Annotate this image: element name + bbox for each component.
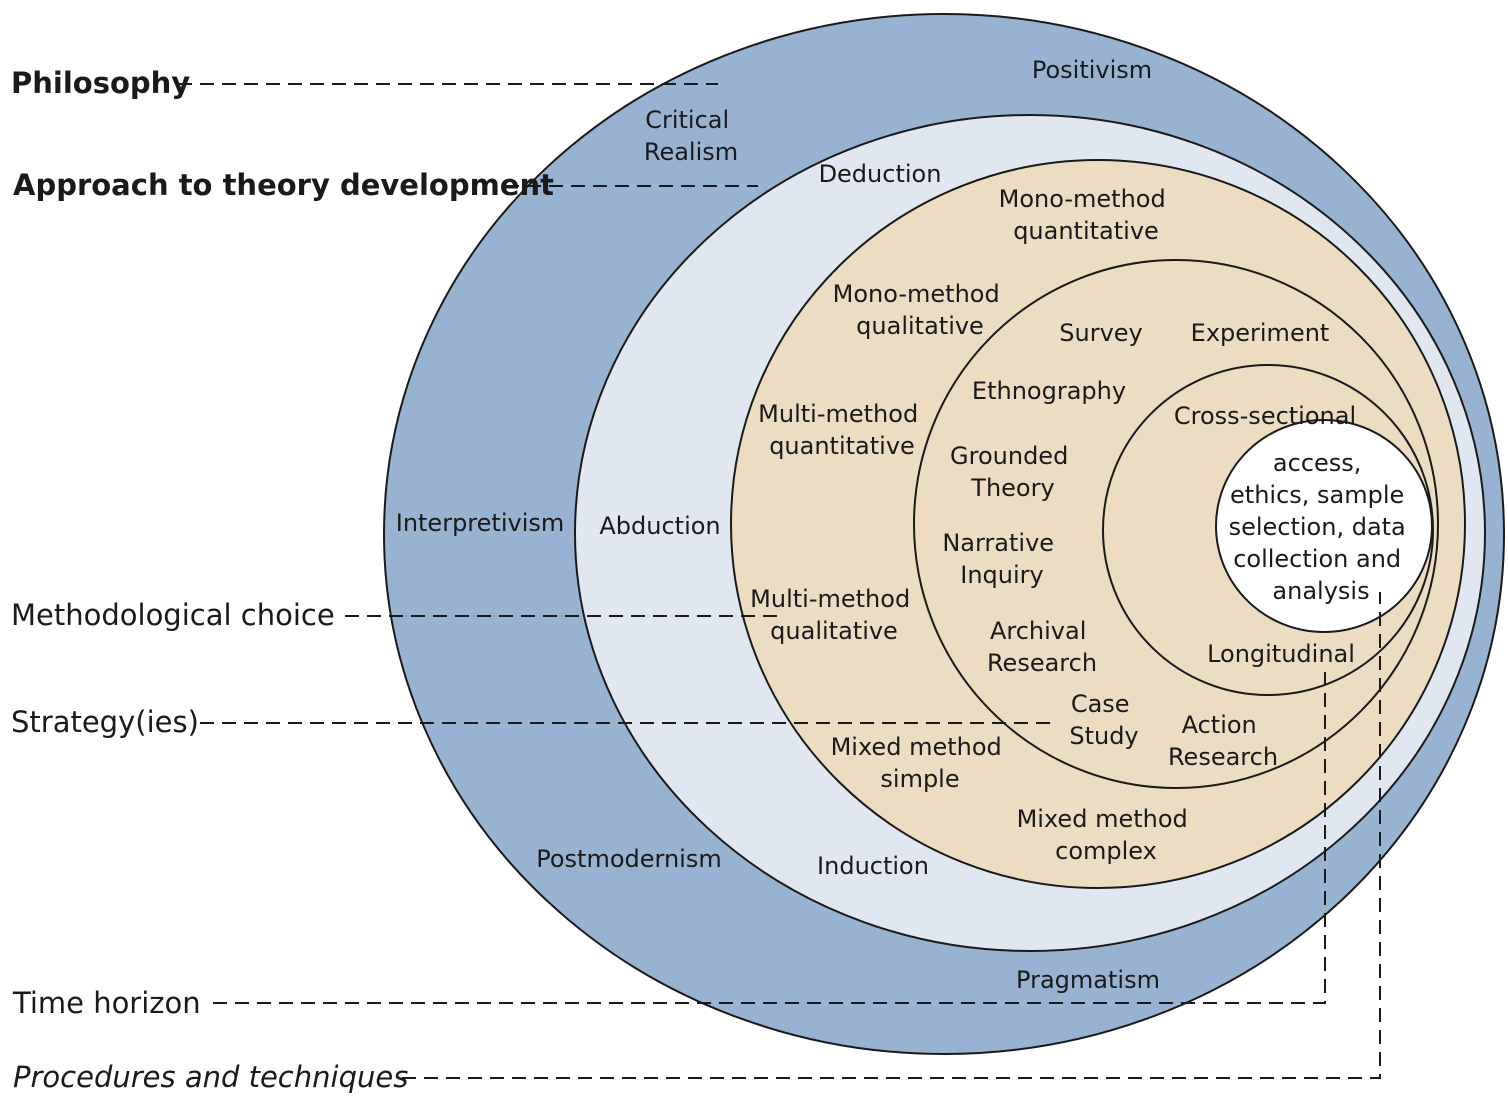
strategies-label: Strategy(ies) — [11, 705, 199, 739]
mono-method-quantitative-label: Mono-method quantitative — [999, 185, 1174, 245]
critical-realism-label: Critical Realism — [644, 106, 738, 166]
mixed-method-complex-label: Mixed method complex — [1017, 805, 1196, 865]
deduction-label: Deduction — [819, 160, 942, 188]
postmodernism-label: Postmodernism — [536, 845, 721, 873]
archival-research-label: Archival Research — [987, 617, 1097, 677]
time-horizon-label: Time horizon — [12, 986, 201, 1020]
abduction-label: Abduction — [599, 512, 720, 540]
narrative-inquiry-label: Narrative Inquiry — [942, 529, 1061, 589]
ethnography-label: Ethnography — [972, 377, 1126, 405]
methodological-choice-label: Methodological choice — [11, 598, 335, 632]
mixed-method-simple-label: Mixed method simple — [831, 733, 1010, 793]
action-research-label: Action Research — [1168, 711, 1278, 771]
procedures-core-text: access, ethics, sample selection, data c… — [1229, 449, 1414, 605]
longitudinal-label: Longitudinal — [1207, 640, 1355, 668]
time-horizon-leader — [213, 672, 1326, 1004]
procedures-core — [1215, 419, 1433, 633]
procedures-label: Procedures and techniques — [13, 1060, 408, 1094]
experiment-label: Experiment — [1191, 319, 1330, 347]
positivism-label: Positivism — [1032, 56, 1152, 84]
grounded-theory-label: Grounded Theory — [950, 442, 1076, 502]
survey-label: Survey — [1059, 319, 1142, 347]
approach-label: Approach to theory development — [13, 168, 554, 202]
pragmatism-label: Pragmatism — [1016, 966, 1160, 994]
case-study-label: Case Study — [1069, 690, 1138, 750]
procedures-leader — [402, 592, 1381, 1079]
interpretivism-label: Interpretivism — [396, 509, 565, 537]
multi-method-qualitative-label: Multi-method qualitative — [750, 585, 918, 645]
induction-label: Induction — [817, 852, 929, 880]
mono-method-qualitative-label: Mono-method qualitative — [833, 280, 1008, 340]
philosophy-label: Philosophy — [11, 66, 190, 100]
multi-method-quantitative-label: Multi-method quantitative — [758, 400, 926, 460]
cross-sectional-label: Cross-sectional — [1174, 402, 1356, 430]
